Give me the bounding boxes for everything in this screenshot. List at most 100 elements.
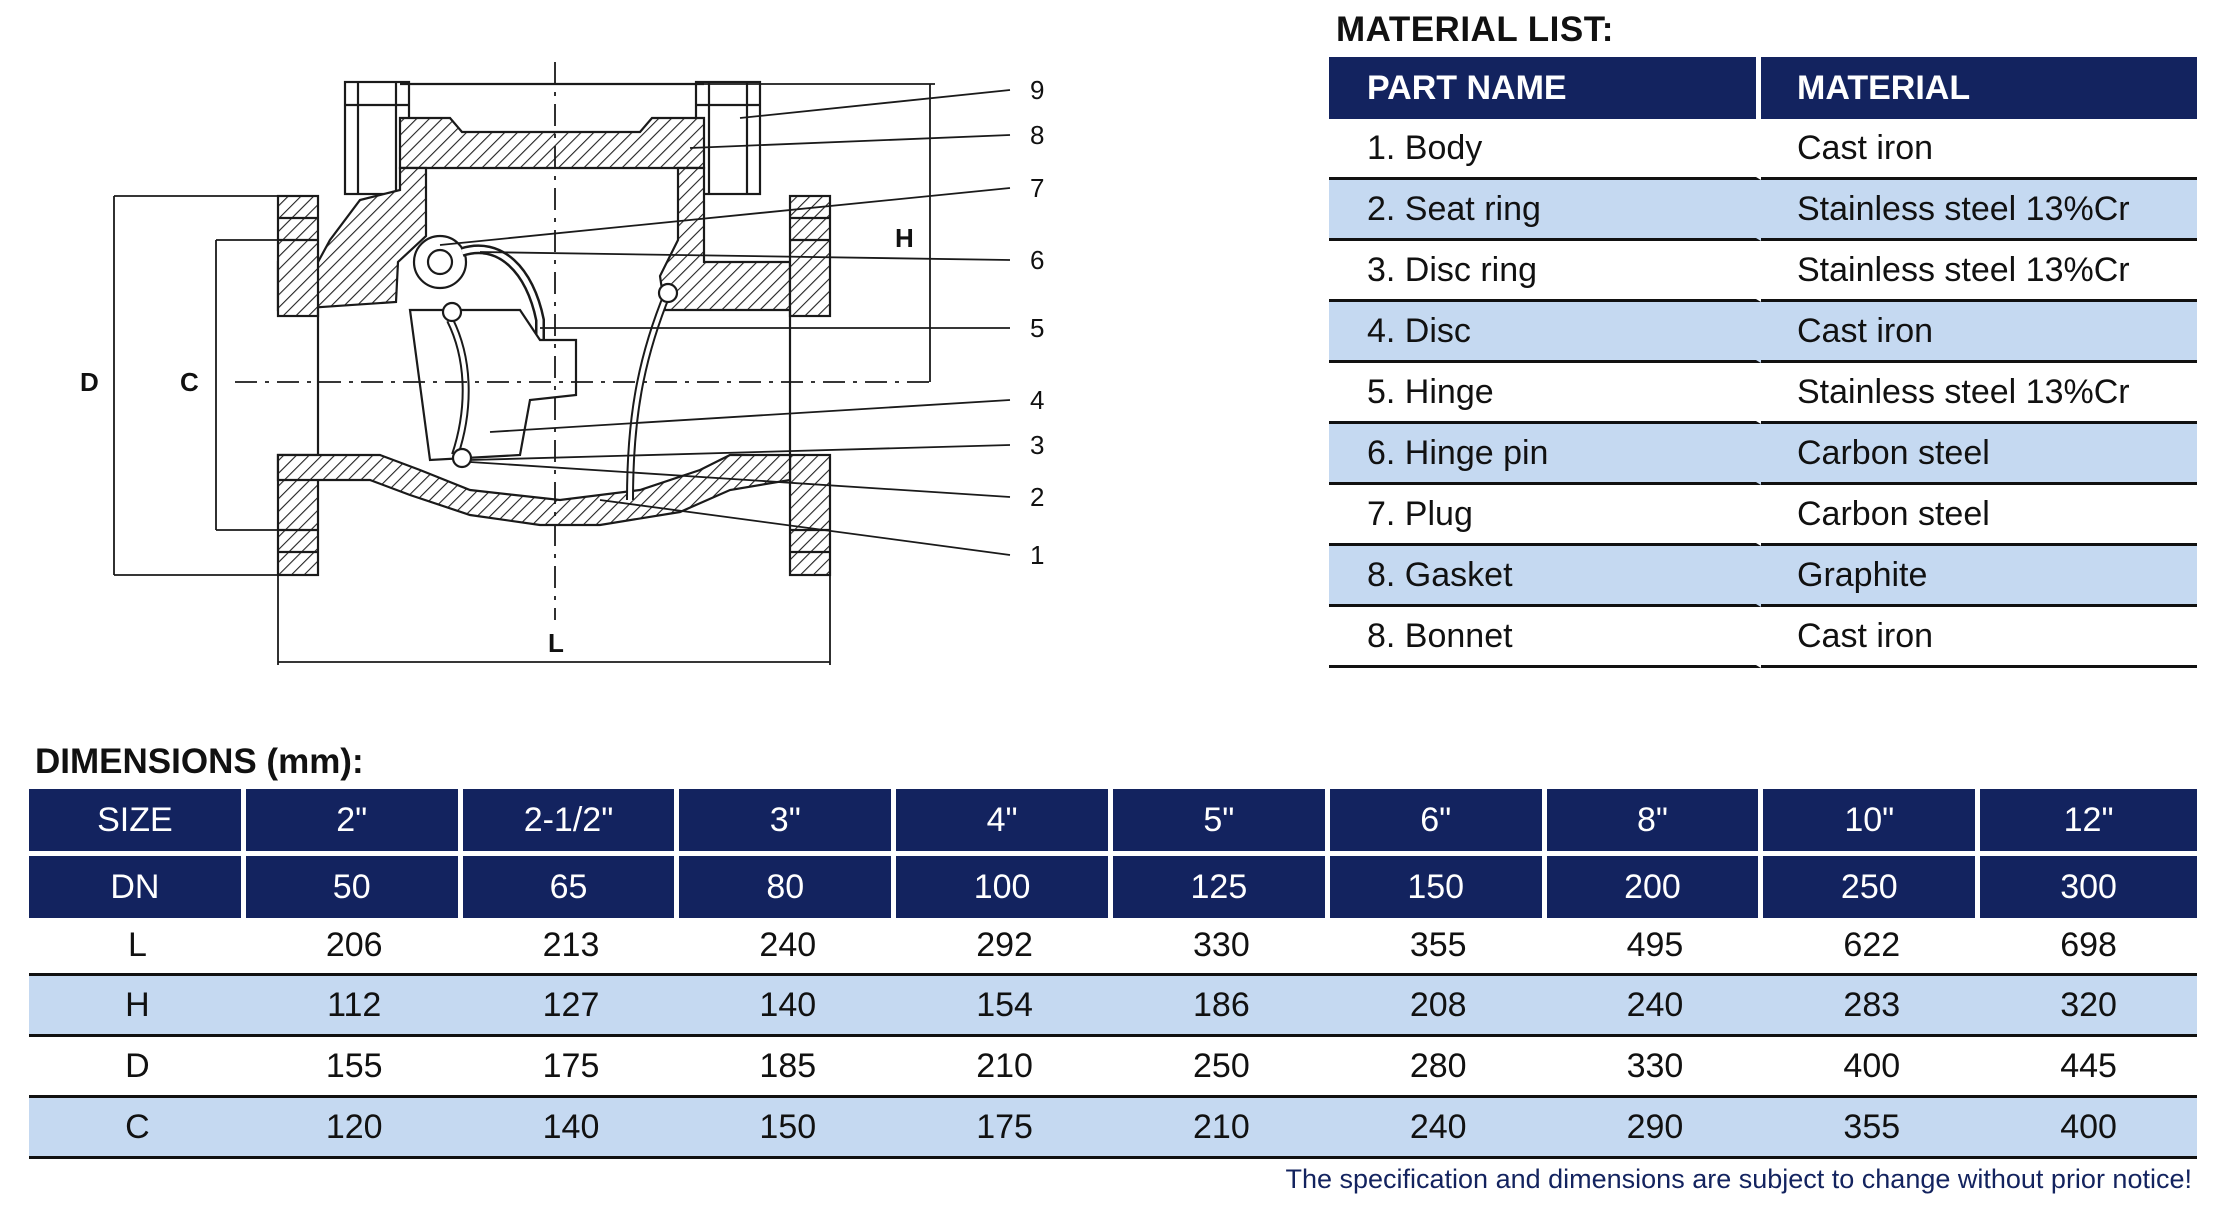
table-cell: H — [29, 976, 246, 1037]
material-list-heading: MATERIAL LIST: — [1336, 10, 1614, 49]
part-material: Cast iron — [1761, 119, 2197, 180]
part-material: Carbon steel — [1761, 485, 2197, 546]
col-header-material: MATERIAL — [1761, 57, 2197, 119]
callout-8: 8 — [1030, 120, 1044, 150]
table-cell: 140 — [679, 976, 897, 1037]
table-row: D 155 175 185 210 250 280 330 400 445 — [29, 1037, 2197, 1098]
part-name: 6. Hinge pin — [1329, 424, 1761, 485]
part-material: Stainless steel 13%Cr — [1761, 180, 2197, 241]
table-cell: 250 — [1112, 1037, 1330, 1098]
size-cell: 5" — [1112, 789, 1330, 851]
table-cell: 208 — [1329, 976, 1547, 1037]
table-cell: 355 — [1763, 1098, 1981, 1159]
size-row: SIZE 2" 2-1/2" 3" 4" 5" 6" 8" 10" 12" — [29, 789, 2197, 851]
part-name: 8. Gasket — [1329, 546, 1761, 607]
dn-cell: 150 — [1329, 851, 1547, 918]
size-cell: 2" — [245, 789, 463, 851]
part-name: 4. Disc — [1329, 302, 1761, 363]
part-material: Stainless steel 13%Cr — [1761, 363, 2197, 424]
table-cell: 112 — [245, 976, 463, 1037]
table-cell: 330 — [1112, 918, 1330, 976]
disc — [408, 308, 578, 462]
table-cell: D — [29, 1037, 246, 1098]
callout-9: 9 — [1030, 75, 1044, 105]
col-header-part-name: PART NAME — [1329, 57, 1761, 119]
table-cell: 330 — [1546, 1037, 1764, 1098]
table-row: C 120 140 150 175 210 240 290 355 400 — [29, 1098, 2197, 1159]
table-cell: 213 — [462, 918, 680, 976]
table-cell: 622 — [1763, 918, 1981, 976]
table-cell: 355 — [1329, 918, 1547, 976]
table-cell: 120 — [245, 1098, 463, 1159]
part-name: 2. Seat ring — [1329, 180, 1761, 241]
callout-5: 5 — [1030, 313, 1044, 343]
table-cell: C — [29, 1098, 246, 1159]
dim-label-l: L — [548, 628, 564, 658]
bonnet — [398, 116, 706, 170]
table-cell: 320 — [1980, 976, 2197, 1037]
dn-cell: 300 — [1980, 851, 2197, 918]
table-cell: 283 — [1763, 976, 1981, 1037]
table-cell: 698 — [1980, 918, 2197, 976]
dim-label-c: C — [180, 367, 199, 397]
size-cell: 12" — [1980, 789, 2197, 851]
size-cell: 2-1/2" — [462, 789, 680, 851]
dn-cell: 50 — [245, 851, 463, 918]
dim-label-d: D — [80, 367, 99, 397]
dn-row: DN 50 65 80 100 125 150 200 250 300 — [29, 851, 2197, 918]
swing-check-valve-diagram: 9 8 7 6 5 4 3 2 1 D C H L — [80, 62, 1044, 665]
table-cell: 280 — [1329, 1037, 1547, 1098]
table-cell: 400 — [1980, 1098, 2197, 1159]
table-cell: 175 — [462, 1037, 680, 1098]
size-cell: 3" — [679, 789, 897, 851]
flange-right-bottom — [788, 453, 832, 577]
dn-cell: 250 — [1763, 851, 1981, 918]
disclaimer-notice: The specification and dimensions are sub… — [1285, 1164, 2192, 1194]
table-cell: 292 — [896, 918, 1113, 976]
part-material: Carbon steel — [1761, 424, 2197, 485]
part-name: 7. Plug — [1329, 485, 1761, 546]
table-cell: 175 — [896, 1098, 1113, 1159]
part-material: Cast iron — [1761, 607, 2197, 668]
callout-7: 7 — [1030, 173, 1044, 203]
part-name: 5. Hinge — [1329, 363, 1761, 424]
table-cell: 240 — [679, 918, 897, 976]
callout-6: 6 — [1030, 245, 1044, 275]
part-material: Cast iron — [1761, 302, 2197, 363]
table-cell: 290 — [1546, 1098, 1764, 1159]
size-cell: 8" — [1546, 789, 1764, 851]
dimensions-table: SIZE 2" 2-1/2" 3" 4" 5" 6" 8" 10" 12" DN… — [29, 789, 2197, 1159]
dn-cell: 100 — [896, 851, 1113, 918]
table-cell: 240 — [1329, 1098, 1547, 1159]
table-cell: 210 — [1112, 1098, 1330, 1159]
table-cell: 400 — [1763, 1037, 1981, 1098]
part-name: 8. Bonnet — [1329, 607, 1761, 668]
part-name: 3. Disc ring — [1329, 241, 1761, 302]
table-cell: 206 — [245, 918, 463, 976]
table-cell: 240 — [1546, 976, 1764, 1037]
table-cell: 210 — [896, 1037, 1113, 1098]
callout-4: 4 — [1030, 385, 1044, 415]
part-material: Graphite — [1761, 546, 2197, 607]
dn-cell: 200 — [1546, 851, 1764, 918]
bonnet-bolt-left — [343, 80, 411, 196]
table-cell: 445 — [1980, 1037, 2197, 1098]
dimensions-heading: DIMENSIONS (mm): — [35, 742, 364, 781]
table-cell: 185 — [679, 1037, 897, 1098]
table-cell: 155 — [245, 1037, 463, 1098]
table-row: L 206 213 240 292 330 355 495 622 698 — [29, 918, 2197, 976]
callout-2: 2 — [1030, 482, 1044, 512]
callout-3: 3 — [1030, 430, 1044, 460]
dn-cell: DN — [29, 851, 246, 918]
table-cell: 150 — [679, 1098, 897, 1159]
table-cell: L — [29, 918, 246, 976]
table-cell: 127 — [462, 976, 680, 1037]
